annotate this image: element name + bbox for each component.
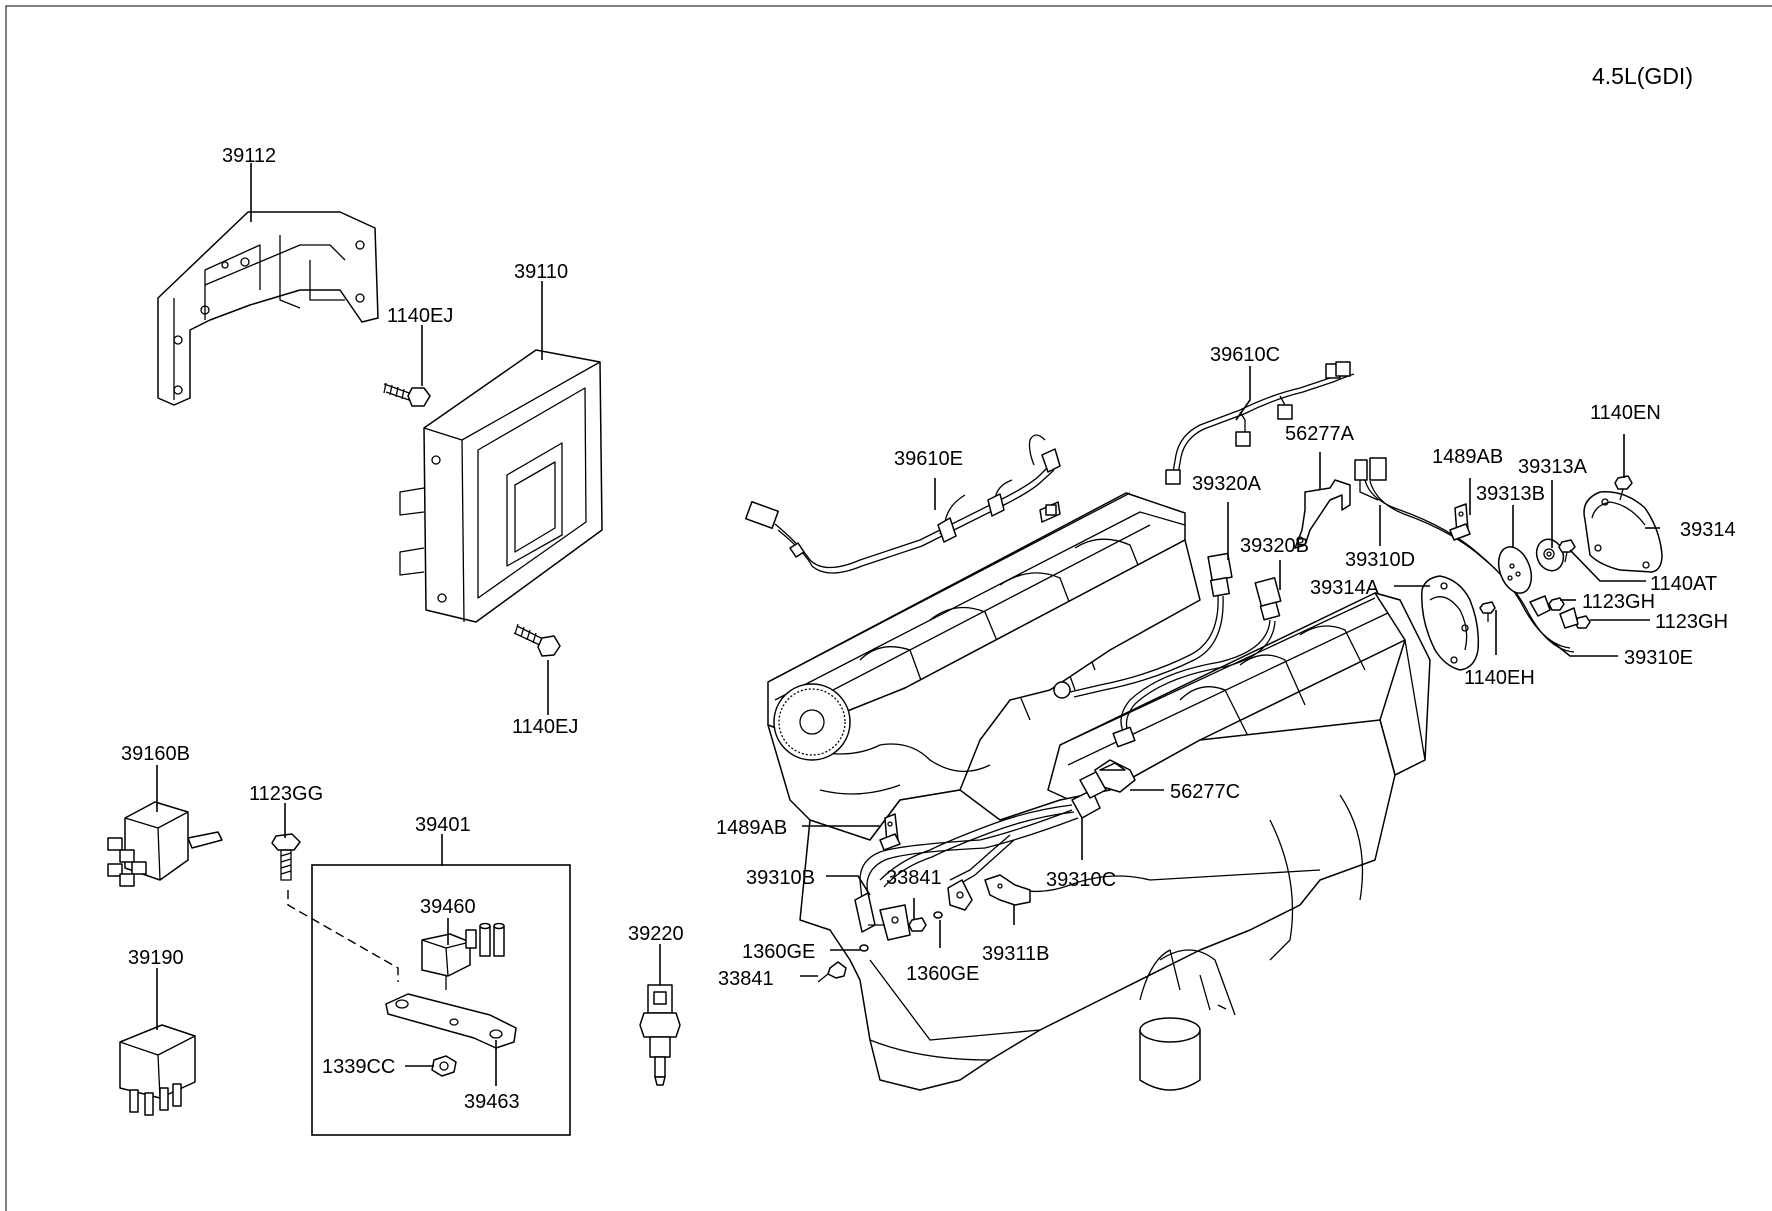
bracket-1489AB-upper <box>1449 503 1471 541</box>
part-56277A-bracket <box>1294 479 1351 549</box>
engine-block <box>767 492 1431 1091</box>
bolt-33841-b <box>817 961 847 983</box>
part-39310C-harness <box>859 771 1107 903</box>
label-39110: 39110 <box>514 261 568 283</box>
part-39463-bracket <box>385 993 517 1049</box>
label-1140AT: 1140AT <box>1650 573 1717 595</box>
part-39314-cover <box>1583 491 1663 573</box>
part-56277C-bracket <box>1094 759 1136 793</box>
label-1123GG: 1123GG <box>249 783 323 805</box>
sensor-39310E <box>1529 595 1579 629</box>
nut-1339CC <box>431 1055 457 1077</box>
engine-variant-label: 4.5L(GDI) <box>1592 63 1693 89</box>
part-39314A-cover <box>1421 575 1480 671</box>
label-39310B: 39310B <box>746 867 815 889</box>
part-39220-sensor <box>639 984 681 1086</box>
label-39314: 39314 <box>1680 519 1736 541</box>
label-39463: 39463 <box>464 1091 520 1113</box>
dashed-link-1123GG <box>287 890 399 982</box>
label-39311B: 39311B <box>982 943 1049 965</box>
label-1140EH: 1140EH <box>1464 667 1535 689</box>
label-1360GE-left: 1360GE <box>742 941 815 963</box>
label-1140EJ-upper: 1140EJ <box>387 305 453 327</box>
label-39310E: 39310E <box>1624 647 1693 669</box>
label-1489AB-upper: 1489AB <box>1432 446 1503 468</box>
label-56277C: 56277C <box>1170 781 1240 803</box>
bracket-1489AB-lower <box>879 813 901 851</box>
label-39190: 39190 <box>128 947 184 969</box>
sensor-39311B <box>947 874 1031 911</box>
label-1123GH-b: 1123GH <box>1655 611 1728 633</box>
label-1123GH-a: 1123GH <box>1582 591 1655 613</box>
bolt-1140EJ-lower <box>513 623 561 657</box>
label-39310D: 39310D <box>1345 549 1415 571</box>
label-39610C: 39610C <box>1210 344 1280 366</box>
part-39160B-relay <box>107 801 223 887</box>
bolt-1123GG <box>271 833 301 881</box>
part-labels: 4.5L(GDI) 39112 39110 1140EJ 1140EJ 3916… <box>121 63 1736 1113</box>
bolt-1140EN <box>1614 475 1633 501</box>
part-39112-bracket <box>157 211 379 406</box>
label-39310C: 39310C <box>1046 869 1116 891</box>
part-39310D-harness <box>1354 457 1575 653</box>
bolt-1123GH-a <box>1548 597 1565 611</box>
label-39314A: 39314A <box>1310 577 1380 599</box>
diagram-border <box>5 5 1772 1211</box>
label-33841-lower: 33841 <box>718 968 774 990</box>
label-1140EJ-lower: 1140EJ <box>512 716 578 738</box>
label-39313A: 39313A <box>1518 456 1588 478</box>
part-39313B <box>1497 546 1533 594</box>
part-39460-sensor <box>421 922 505 990</box>
label-1339CC: 1339CC <box>322 1056 395 1078</box>
label-39460: 39460 <box>420 896 476 918</box>
bolt-1140EH <box>1479 601 1496 622</box>
label-1489AB-lower: 1489AB <box>716 817 787 839</box>
label-56277A: 56277A <box>1285 423 1355 445</box>
label-39320A: 39320A <box>1192 473 1262 495</box>
sensor-39310B <box>854 892 911 941</box>
label-39160B: 39160B <box>121 743 190 765</box>
leader-lines <box>156 163 1660 1086</box>
bolt-1140EJ-upper <box>383 382 431 407</box>
washer-1360GE-b <box>933 911 943 919</box>
box-39401 <box>311 864 571 1136</box>
washer-1360GE-a <box>859 944 869 952</box>
label-39610E: 39610E <box>894 448 963 470</box>
part-39320A-sensor <box>1053 552 1233 699</box>
label-1360GE-right: 1360GE <box>906 963 979 985</box>
label-39401: 39401 <box>415 814 471 836</box>
part-39190-relay <box>119 1024 196 1116</box>
part-39320B-sensor <box>1112 577 1282 748</box>
label-39313B: 39313B <box>1476 483 1545 505</box>
label-33841-upper: 33841 <box>886 867 942 889</box>
label-39112: 39112 <box>222 145 276 167</box>
bolt-33841-a <box>908 917 927 932</box>
label-39320B: 39320B <box>1240 535 1309 557</box>
label-1140EN: 1140EN <box>1590 402 1661 424</box>
part-39110-ecu <box>399 349 603 623</box>
part-39610E-harness <box>745 434 1061 574</box>
bolt-1140AT <box>1558 539 1576 563</box>
part-39610C-harness <box>1165 361 1355 485</box>
label-39220: 39220 <box>628 923 684 945</box>
